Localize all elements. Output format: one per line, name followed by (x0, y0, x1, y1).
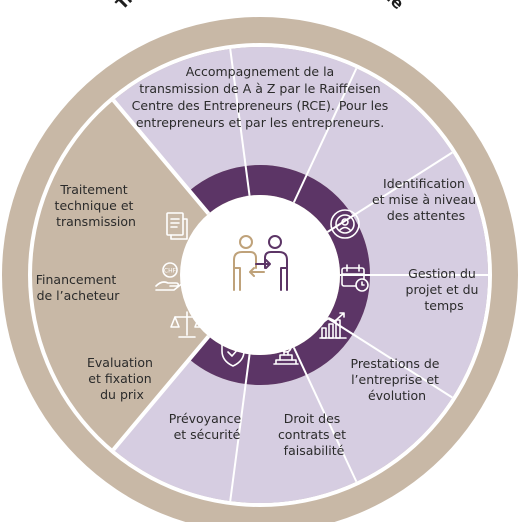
segment-wedge-7 (230, 374, 357, 504)
inner-ring-piece-2 (245, 165, 307, 203)
hand-coin-icon: CHF (155, 262, 185, 291)
segment-wedge-3 (306, 68, 453, 216)
segment-labels: Identification et mise à niveau des atte… (36, 176, 483, 458)
segment-divider-1 (229, 48, 251, 196)
dividers-group (111, 48, 488, 502)
segment-divider-5 (326, 317, 453, 399)
target-icon (330, 209, 360, 239)
growth-chart-icon (319, 312, 347, 339)
segment-label-2: Gestion du projet et du temps (406, 266, 483, 313)
intro-line-4: entrepreneurs et par les entrepreneurs. (136, 115, 384, 130)
segment-label-3: Prestations de l’entreprise et évolution (351, 356, 444, 403)
segment-divider-2 (292, 67, 358, 203)
shield-check-icon (221, 337, 245, 367)
segment-divider-3 (326, 151, 453, 233)
intro-text: Accompagnement de la transmission de A à… (132, 64, 389, 130)
segment-divider-0 (111, 99, 211, 216)
segment-label-6: Evaluation et fixation du prix (87, 355, 157, 402)
segment-label-8: Traitement technique et transmission (55, 182, 138, 229)
documents-icon (166, 212, 188, 240)
inner-ring-piece-1 (189, 165, 250, 214)
svg-text:CHF: CHF (164, 268, 177, 275)
segment-wedge-8 (113, 359, 246, 502)
intro-line-1: Accompagnement de la (186, 64, 334, 79)
segment-wedge-5 (352, 275, 488, 398)
intro-line-3: Centre des Entrepreneurs (RCE). Pour les (132, 98, 389, 113)
diagram-title-path: Transmission d’entreprise globale (112, 0, 408, 13)
segment-wedge-6 (306, 334, 453, 482)
segment-wedge-2 (230, 46, 357, 176)
intro-line-2: transmission de A à Z par le Raiffeisen (139, 81, 380, 96)
segment-wedge-4 (352, 152, 488, 275)
segment-divider-8 (111, 334, 211, 451)
segment-label-5: Prévoyance et sécurité (169, 411, 245, 442)
calendar-clock-icon (341, 264, 369, 292)
segment-label-1: Identification et mise à niveau des atte… (372, 176, 480, 223)
diagram-title: Transmission d’entreprise globale (112, 0, 408, 13)
segment-label-7: Financement de l’acheteur (36, 272, 121, 303)
inner-ring-piece-6 (293, 317, 353, 375)
scales-icon (170, 311, 204, 338)
segment-divider-6 (292, 347, 358, 483)
segments-group (113, 46, 488, 504)
segment-divider-7 (229, 354, 251, 502)
stamp-icon (273, 341, 299, 365)
inner-ring-piece-8 (189, 336, 250, 385)
handover-people-icon (233, 235, 288, 291)
segment-label-4: Droit des contrats et faisabilité (278, 411, 350, 458)
segment-wedge-1 (113, 48, 246, 191)
segment-icons: CHF (155, 209, 369, 367)
center-disc (180, 195, 340, 355)
